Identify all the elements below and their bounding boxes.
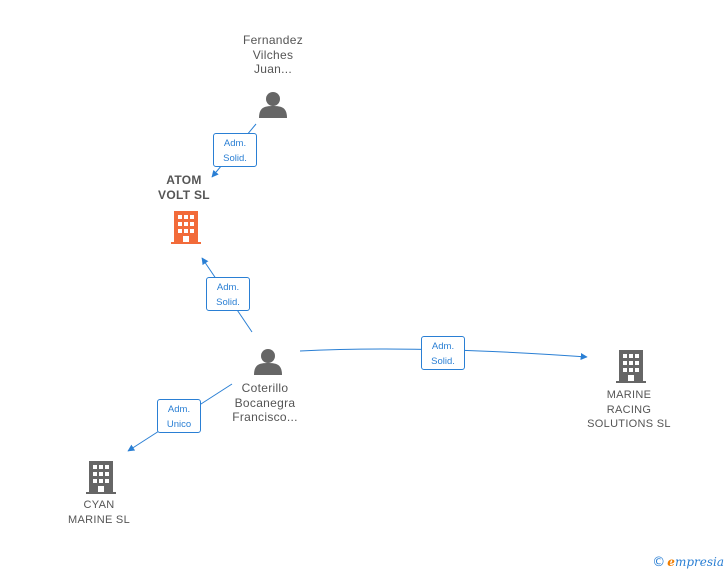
node-label-coterillo[interactable]: Coterillo Bocanegra Francisco... [232, 381, 298, 424]
node-label-cyan-marine[interactable]: CYAN MARINE SL [68, 499, 130, 526]
building-icon[interactable] [171, 211, 201, 244]
empresia-logo: ©empresia [652, 555, 724, 570]
person-icon[interactable] [254, 349, 282, 375]
person-icon[interactable] [259, 92, 287, 118]
node-label-marine-racing[interactable]: MARINE RACING SOLUTIONS SL [587, 389, 671, 430]
building-icon[interactable] [616, 350, 646, 383]
edge-label-coterillo-cyan: Adm. Unico [157, 399, 201, 433]
building-icon[interactable] [86, 461, 116, 494]
node-label-fernandez[interactable]: Fernandez Vilches Juan... [242, 33, 304, 76]
edge-label-fernandez-atom: Adm. Solid. [213, 133, 257, 167]
node-label-atom-volt[interactable]: ATOM VOLT SL [158, 173, 210, 202]
copyright-icon: © [652, 555, 666, 570]
edge-label-coterillo-atom: Adm. Solid. [206, 277, 250, 311]
edge-label-coterillo-marine: Adm. Solid. [421, 336, 465, 370]
